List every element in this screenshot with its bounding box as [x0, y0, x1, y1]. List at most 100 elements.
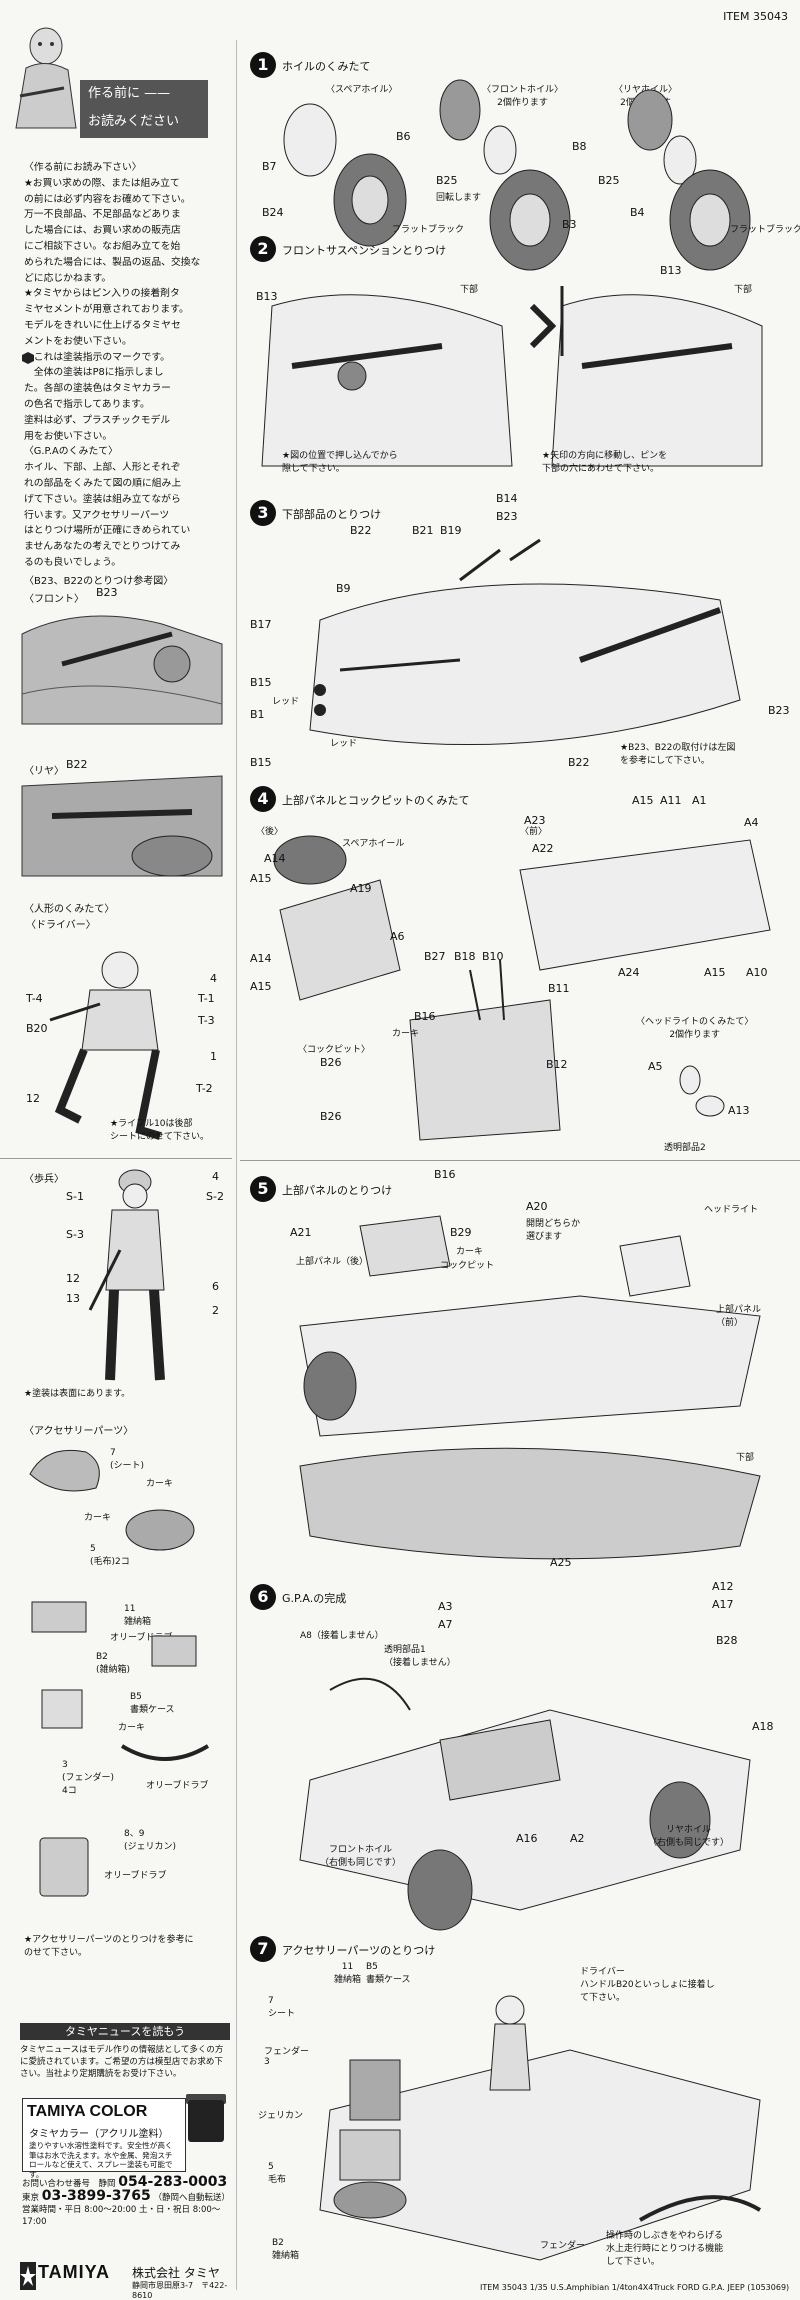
wheel-assembly-drawing	[283, 79, 751, 271]
part-label: 4	[212, 1170, 219, 1183]
accessory-install-drawing	[319, 1995, 762, 2261]
part-label: S-2	[206, 1190, 224, 1203]
figure-title: 〈人形のくみたて〉	[24, 904, 115, 915]
note-line: れの部品をくみたて図の順に組み上	[24, 477, 182, 489]
part-label: T-4	[26, 992, 43, 1005]
step-title: G.P.A.の完成	[282, 1592, 347, 1605]
note-line: ホイル、下部、上部、人形とそれぞ	[24, 462, 181, 474]
part-label: A15	[250, 980, 272, 993]
paint-jar-body	[188, 2100, 224, 2142]
part-label: B22	[350, 524, 372, 537]
company-address: 静岡市恩田原3-7 〒422-8610	[132, 2281, 228, 2300]
part-label: A14	[264, 852, 286, 865]
a20-note: 開閉どちらか 選びます	[526, 1219, 581, 1242]
tamiya-color-brand: TAMIYA COLOR	[27, 2103, 148, 2120]
part-label: 6	[212, 1280, 219, 1293]
note-line: した場合には、お買い求めの販売店	[24, 225, 181, 237]
acc-label: B5 書類ケース	[130, 1692, 175, 1715]
footer-item-info: ITEM 35043 1/35 U.S.Amphibian 1/4ton4X4T…	[480, 2283, 790, 2292]
phone-shizuoka: 054-283-0003	[118, 2174, 228, 2190]
part-label: 2	[212, 1304, 219, 1317]
driver-figure-drawing	[49, 951, 162, 1140]
spare-wheel-label: 〈スペアホイル〉	[326, 85, 398, 95]
rear-reference-drawing	[21, 775, 223, 877]
b23-b22-ref-title: 〈B23、B22のとりつけ参考図〉	[24, 576, 174, 587]
part-label: S-3	[66, 1228, 84, 1241]
inquiry-label: お問い合わせ番号 静岡	[22, 2179, 116, 2189]
step-title: 上部パネルとコックピットのくみたて	[282, 794, 470, 807]
part-label: B13	[660, 264, 682, 277]
upper-rear-label: 上部パネル（後）	[296, 1257, 369, 1267]
note-line: にご相談下さい。なお組み立てを始	[24, 240, 181, 252]
part-label: 1	[210, 1050, 217, 1063]
khaki-label: カーキ	[392, 1029, 420, 1039]
acc-label: オリーブドラブ	[104, 1871, 167, 1881]
notes-block: 〈作る前にお読み下さい〉 ★お買い求めの際、または組み立て の前には必ず内容をお…	[24, 160, 224, 571]
part-label: B13	[256, 290, 278, 303]
part-label: B12	[546, 1058, 568, 1071]
step-title: 上部パネルのとりつけ	[282, 1184, 393, 1197]
phone-tokyo: 03-3899-3765	[41, 2188, 151, 2204]
note-line: これは塗装指示のマークです。	[24, 351, 170, 363]
step-2: 2 フロントサスペンションとりつけ	[250, 236, 790, 262]
part-label: B14	[496, 492, 518, 505]
section-divider	[0, 1158, 232, 1159]
part-label: S-1	[66, 1190, 84, 1203]
cockpit-label: コックピット	[440, 1261, 495, 1271]
infantry-figure-drawing	[88, 1169, 165, 1381]
tamiya-color-text: 塗りやすい水溶性塗料です。安全性が高く筆はお水で洗えます。水や金属、発泡スチロー…	[29, 2141, 173, 2179]
note-line: 全体の塗装はP8に指示しまし	[24, 367, 164, 379]
acc-label: 5 毛布	[268, 2162, 287, 2185]
part-label: B20	[26, 1022, 48, 1035]
rear-side-label: 〈後〉	[256, 827, 284, 837]
completed-gpa-drawing	[299, 1677, 751, 1931]
tamiya-logo-text: TAMIYA	[38, 2262, 111, 2282]
note-line: ませんあなたの考えでとりつけてみ	[24, 541, 181, 553]
step2-note2: ★矢印の方向に移動し、ピンを 下部の穴にあわせて下さい。	[542, 451, 668, 474]
tamiya-color-subtitle: タミヤカラー（アクリル塗料）	[29, 2129, 169, 2140]
part-label: B6	[396, 130, 411, 143]
part-label: A4	[744, 816, 759, 829]
contact-block: お問い合わせ番号 静岡 054-283-0003 東京 03-3899-3765…	[22, 2174, 232, 2228]
mascot-illustration	[15, 27, 77, 129]
part-label: T-1	[198, 992, 215, 1005]
section-divider	[240, 1160, 800, 1161]
red-label: レッド	[272, 697, 300, 707]
part-label: A13	[728, 1104, 750, 1117]
part-label: A22	[532, 842, 554, 855]
infantry-label: 〈歩兵〉	[24, 1174, 64, 1185]
part-label: 4	[210, 972, 217, 985]
part-label: B1	[250, 708, 265, 721]
rear-label: 〈リヤ〉	[24, 766, 64, 777]
part-label: B16	[434, 1168, 456, 1181]
fender-label: フェンダー	[540, 2241, 586, 2251]
headlight-label: ヘッドライト	[704, 1205, 759, 1215]
part-label: B9	[336, 582, 351, 595]
business-hours: 営業時間・平日 8:00〜20:00 土・日・祝日 8:00〜17:00	[22, 2205, 221, 2227]
part-label: B26	[320, 1110, 342, 1123]
part-label: A10	[746, 966, 768, 979]
fender-drawing	[120, 1744, 210, 1761]
note-line: どに応じかねます。	[24, 272, 112, 284]
part-label: B26	[320, 1056, 342, 1069]
acc-label: B5 書類ケース	[366, 1962, 411, 1985]
front-suspension-drawing	[261, 286, 763, 467]
step-title: ホイルのくみたて	[282, 60, 371, 73]
part-label: B19	[440, 524, 462, 537]
part-label: B25	[436, 174, 458, 187]
tamiya-news-text: タミヤニュースはモデル作りの情報誌として多くの方に愛読されています。ご希望の方は…	[20, 2045, 224, 2079]
step-title: 下部部品のとりつけ	[282, 508, 382, 521]
acc-label: 11 雑納箱	[124, 1604, 152, 1627]
part-label: B15	[250, 676, 272, 689]
note-line: の色名で指示してあります。	[24, 398, 150, 410]
upper-panel-drawing	[273, 835, 771, 1141]
acc-label: フェンダー 3	[264, 2047, 310, 2067]
step3-note: ★B23、B22の取付けは左図 を参考にして下さい。	[620, 743, 736, 766]
company-name: 株式会社 タミヤ	[132, 2266, 220, 2280]
upper-panel-install-drawing	[299, 1215, 761, 1560]
acc-label: オリーブドラブ	[146, 1781, 209, 1791]
part-label: T-3	[198, 1014, 215, 1027]
part-label: B22	[568, 756, 590, 769]
part-label: A18	[752, 1720, 774, 1733]
part-label: A21	[290, 1226, 312, 1239]
